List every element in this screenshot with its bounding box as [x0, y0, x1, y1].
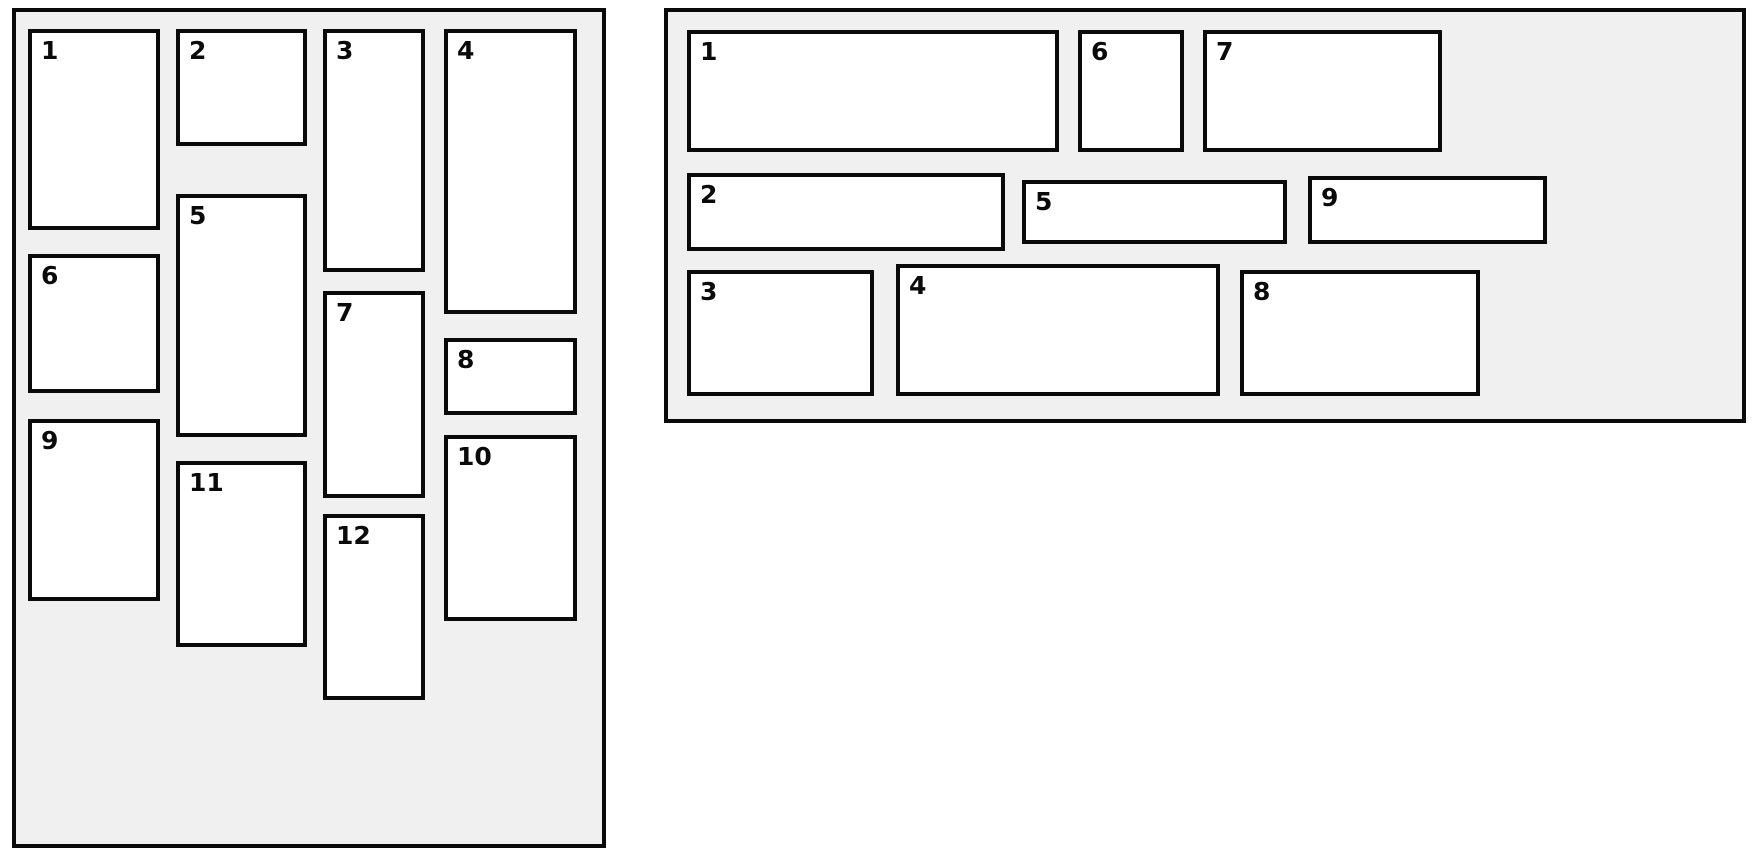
packed-rect-left-panel-11[interactable]: 11: [176, 461, 307, 647]
packed-rect-right-panel-7[interactable]: 7: [1203, 30, 1442, 152]
packed-rect-label: 9: [1321, 183, 1339, 212]
packed-rect-left-panel-4[interactable]: 4: [444, 29, 577, 314]
packed-rect-label: 3: [336, 36, 354, 65]
packed-rect-left-panel-10[interactable]: 10: [444, 435, 577, 621]
packed-rect-label: 4: [457, 36, 475, 65]
packed-rect-label: 2: [700, 180, 718, 209]
packed-rect-right-panel-3[interactable]: 3: [687, 270, 874, 396]
packed-rect-left-panel-7[interactable]: 7: [323, 291, 425, 498]
packed-rect-label: 8: [1253, 277, 1271, 306]
packed-rect-label: 3: [700, 277, 718, 306]
packed-rect-right-panel-5[interactable]: 5: [1022, 180, 1287, 244]
packed-rect-right-panel-4[interactable]: 4: [896, 264, 1220, 396]
packed-rect-label: 1: [41, 36, 59, 65]
packed-rect-label: 9: [41, 426, 59, 455]
packed-rect-right-panel-9[interactable]: 9: [1308, 176, 1547, 244]
packed-rect-left-panel-3[interactable]: 3: [323, 29, 425, 272]
packed-rect-label: 12: [336, 521, 371, 550]
packed-rect-label: 2: [189, 36, 207, 65]
packed-rect-label: 5: [1035, 187, 1053, 216]
packed-rect-right-panel-6[interactable]: 6: [1078, 30, 1184, 152]
packed-rect-label: 11: [189, 468, 224, 497]
packed-rect-left-panel-8[interactable]: 8: [444, 338, 577, 415]
packed-rect-label: 1: [700, 37, 718, 66]
packed-rect-left-panel-2[interactable]: 2: [176, 29, 307, 146]
packed-rect-right-panel-1[interactable]: 1: [687, 30, 1059, 152]
packed-rect-left-panel-9[interactable]: 9: [28, 419, 160, 601]
packed-rect-right-panel-2[interactable]: 2: [687, 173, 1005, 251]
packed-rect-label: 6: [1091, 37, 1109, 66]
packed-rect-left-panel-6[interactable]: 6: [28, 254, 160, 393]
packed-rect-label: 7: [336, 298, 354, 327]
packed-rect-left-panel-12[interactable]: 12: [323, 514, 425, 700]
packed-rect-label: 6: [41, 261, 59, 290]
packed-rect-left-panel-5[interactable]: 5: [176, 194, 307, 437]
packed-rect-label: 10: [457, 442, 492, 471]
packed-rect-label: 4: [909, 271, 927, 300]
packed-rect-label: 5: [189, 201, 207, 230]
packed-rect-right-panel-8[interactable]: 8: [1240, 270, 1480, 396]
packed-rect-left-panel-1[interactable]: 1: [28, 29, 160, 230]
packed-rect-label: 8: [457, 345, 475, 374]
packed-rect-label: 7: [1216, 37, 1234, 66]
